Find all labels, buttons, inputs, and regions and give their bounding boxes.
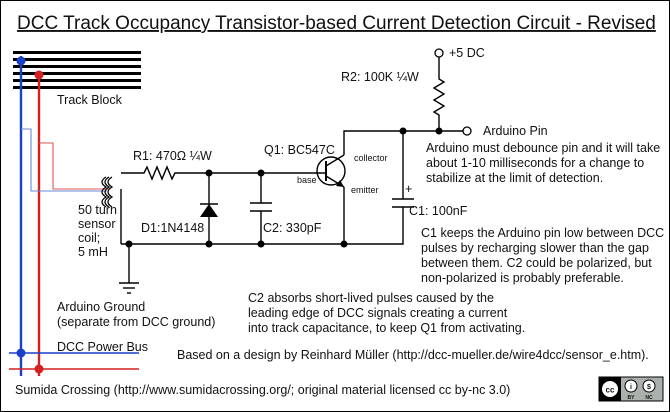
c2-note: C2 absorbs short-lived pulses caused by … bbox=[248, 291, 525, 335]
by-icon: BY bbox=[628, 395, 636, 401]
wire-blue-through-coil bbox=[21, 128, 107, 192]
c2-capacitor-icon bbox=[250, 202, 272, 212]
cc-icon: cc bbox=[606, 386, 615, 395]
c2-note-line-1: C2 absorbs short-lived pulses caused by … bbox=[248, 291, 494, 305]
r2-label: R2: 100K ¼W bbox=[341, 70, 419, 84]
rail-blue-terminal-top bbox=[16, 56, 26, 66]
nc-icon: NC bbox=[645, 395, 653, 401]
r1-label: R1: 470Ω ¼W bbox=[133, 149, 212, 163]
c1-plus-label: + bbox=[405, 182, 412, 196]
debounce-note-line-3: stabilize at the limit of detection. bbox=[426, 171, 603, 185]
r2-resistor-icon bbox=[432, 57, 446, 131]
collector-label: collector bbox=[354, 153, 388, 163]
coil-label: 50 turn sensor coil; 5 mH bbox=[78, 203, 117, 259]
nc-icon-glyph: $ bbox=[647, 384, 651, 391]
arduino-pin-label: Arduino Pin bbox=[483, 124, 548, 138]
diagram-title: DCC Track Occupancy Transistor-based Cur… bbox=[17, 13, 656, 34]
based-on-note: Based on a design by Reinhard Müller (ht… bbox=[177, 348, 649, 362]
emitter-label: emitter bbox=[351, 185, 379, 195]
track-ties bbox=[13, 51, 141, 89]
debounce-note-line-1: Arduino must debounce pin and it will ta… bbox=[426, 141, 660, 155]
debounce-note: Arduino must debounce pin and it will ta… bbox=[426, 141, 660, 185]
base-label: base bbox=[297, 175, 317, 185]
by-icon-glyph: i bbox=[630, 384, 632, 391]
wire-collector bbox=[343, 130, 403, 155]
c1-label: C1: 100nF bbox=[409, 204, 468, 218]
c2-label: C2: 330pF bbox=[263, 221, 322, 235]
c1-note: C1 keeps the Arduino pin low between DCC… bbox=[421, 226, 664, 285]
coil-label-line-1: 50 turn bbox=[78, 203, 117, 217]
wire-c1-bottom bbox=[344, 207, 404, 245]
arduino-ground-label: Arduino Ground bbox=[57, 300, 145, 314]
dcc-power-bus-label: DCC Power Bus bbox=[57, 340, 148, 354]
c1-note-line-4: non-polarized is probably preferable. bbox=[421, 271, 624, 285]
arduino-pin-terminal bbox=[462, 126, 472, 136]
track-block-label: Track Block bbox=[57, 93, 123, 107]
rail-red-terminal-top bbox=[34, 70, 44, 80]
c1-capacitor-icon bbox=[392, 198, 414, 208]
coil-label-line-3: coil; bbox=[78, 231, 100, 245]
ground-symbol-icon bbox=[119, 282, 139, 294]
d1-label: D1:1N4148 bbox=[141, 221, 204, 235]
sensor-coil-icon bbox=[101, 176, 114, 208]
wire-red-through-coil bbox=[39, 142, 109, 190]
q1-label: Q1: BC547C bbox=[264, 143, 335, 157]
c1-note-line-3: between them. C2 could be polarized, but bbox=[421, 256, 652, 270]
footer-credit: Sumida Crossing (http://www.sumidacrossi… bbox=[15, 383, 510, 397]
arduino-ground-sublabel: (separate from DCC ground) bbox=[57, 315, 215, 329]
r1-resistor-icon bbox=[139, 165, 181, 181]
cc-license-badge[interactable]: cc i $ BY NC bbox=[598, 376, 664, 402]
q1-transistor-icon bbox=[296, 154, 346, 188]
junction-dots bbox=[125, 127, 443, 248]
c2-note-line-3: into track capacitance, to keep Q1 from … bbox=[248, 321, 525, 335]
c1-note-line-1: C1 keeps the Arduino pin low between DCC bbox=[421, 226, 664, 240]
coil-label-line-2: sensor bbox=[78, 217, 116, 231]
supply-terminal bbox=[434, 48, 444, 58]
coil-label-line-4: 5 mH bbox=[78, 245, 108, 259]
c1-note-line-2: pulses by recharging slower than the gap bbox=[421, 241, 649, 255]
c2-note-line-2: leading edge of DCC signals creating a c… bbox=[248, 306, 508, 320]
debounce-note-line-2: about 1-10 milliseconds for a change to bbox=[426, 156, 644, 170]
d1-diode-icon bbox=[200, 203, 218, 217]
supply-label: +5 DC bbox=[449, 46, 485, 60]
